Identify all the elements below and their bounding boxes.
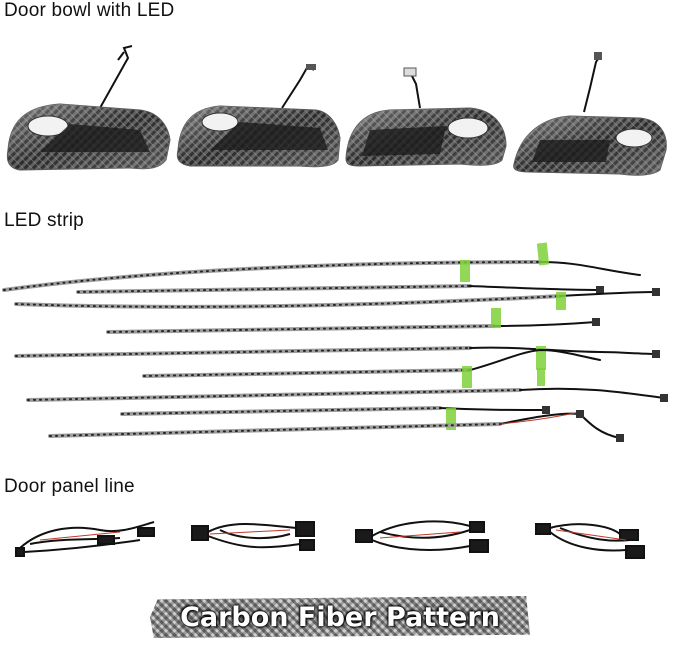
led-strip-7: [26, 387, 668, 402]
led-strip-set: [2, 242, 668, 442]
door-bowl-4: [513, 52, 667, 176]
led-strip-3: [14, 288, 660, 310]
led-strip-9: [48, 410, 624, 442]
harness-3: [355, 520, 489, 553]
section-title-door-bowl: Door bowl with LED: [4, 0, 175, 21]
door-bowl-2: [176, 64, 341, 168]
section-title-door-panel-line: Door panel line: [4, 476, 135, 497]
door-bowl-1: [6, 45, 171, 171]
harness-2: [191, 521, 315, 551]
led-strip-5: [14, 346, 660, 370]
led-strip-8: [120, 406, 550, 430]
harness-1: [15, 521, 155, 557]
led-strip-2: [76, 284, 604, 294]
harness-4: [535, 523, 645, 559]
door-bowl-3: [345, 67, 507, 167]
led-strip-1: [2, 242, 641, 292]
carbon-fiber-banner: [150, 596, 530, 638]
banner-text: Carbon Fiber Pattern: [180, 601, 500, 633]
led-strip-4: [106, 308, 600, 334]
section-title-led-strip: LED strip: [4, 210, 84, 231]
led-strip-6: [142, 348, 601, 388]
